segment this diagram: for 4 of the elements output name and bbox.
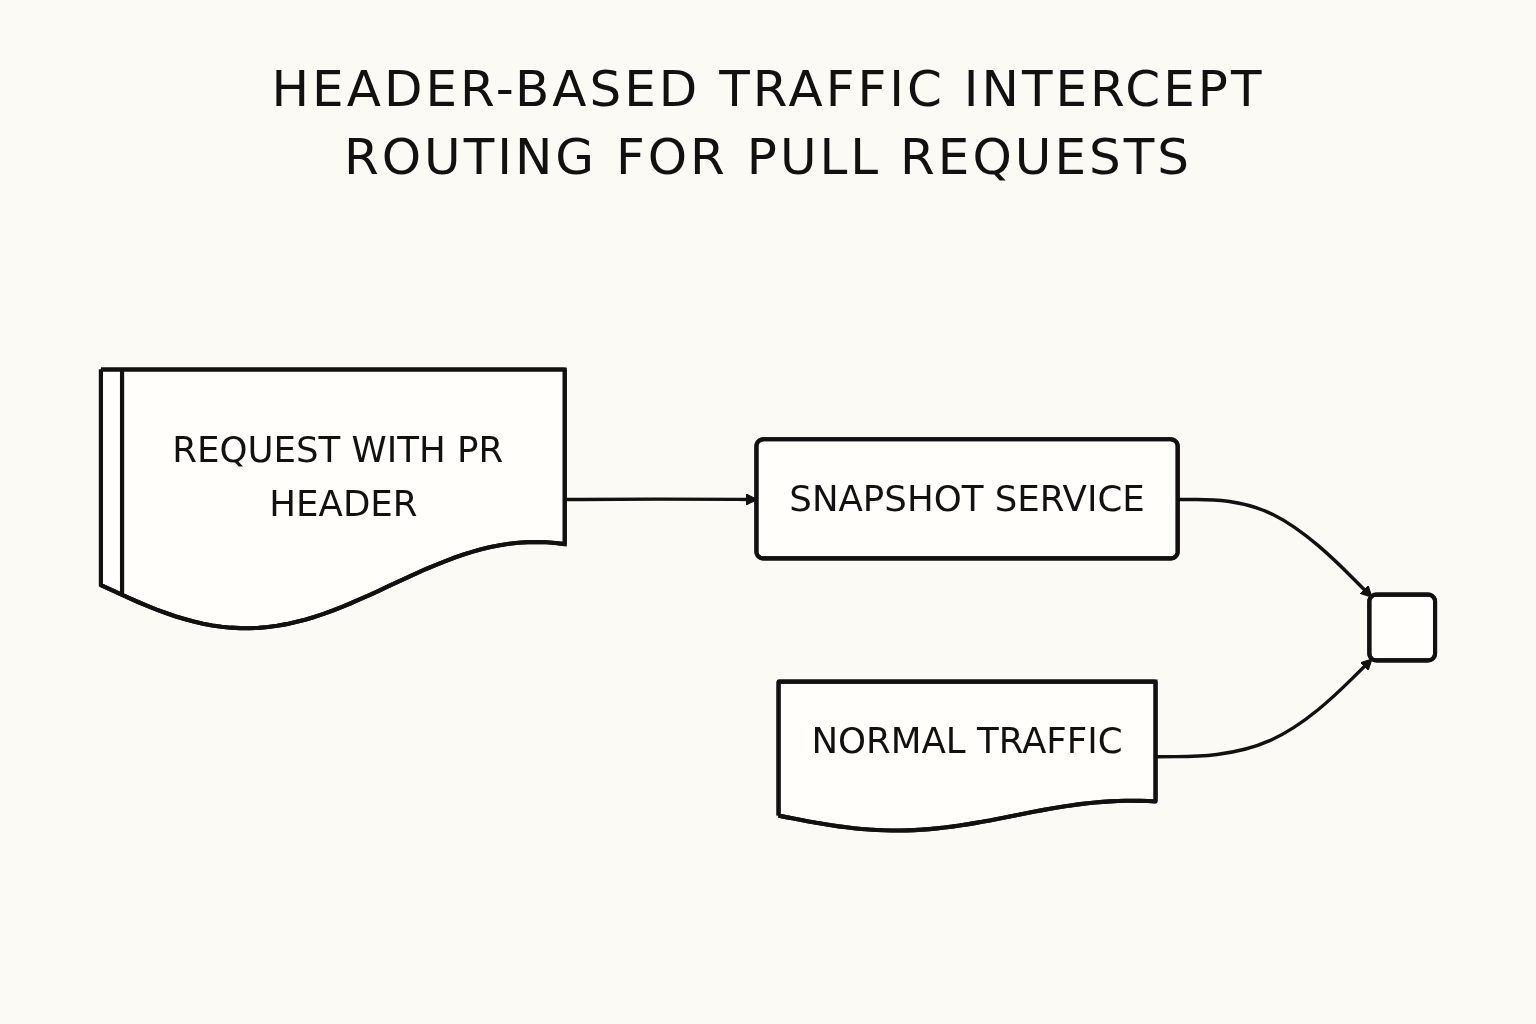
diagram-title: HEADER-BASED TRAFFIC INTERCEPT ROUTING FOR PULL REQUESTS bbox=[270, 59, 1266, 188]
arrow bbox=[1156, 658, 1373, 759]
flowchart: REQUEST WITH PR HEADER SNAPSHOT SERVICE NORMAL TRAFFIC bbox=[90, 250, 1446, 950]
arrow bbox=[1178, 497, 1373, 598]
